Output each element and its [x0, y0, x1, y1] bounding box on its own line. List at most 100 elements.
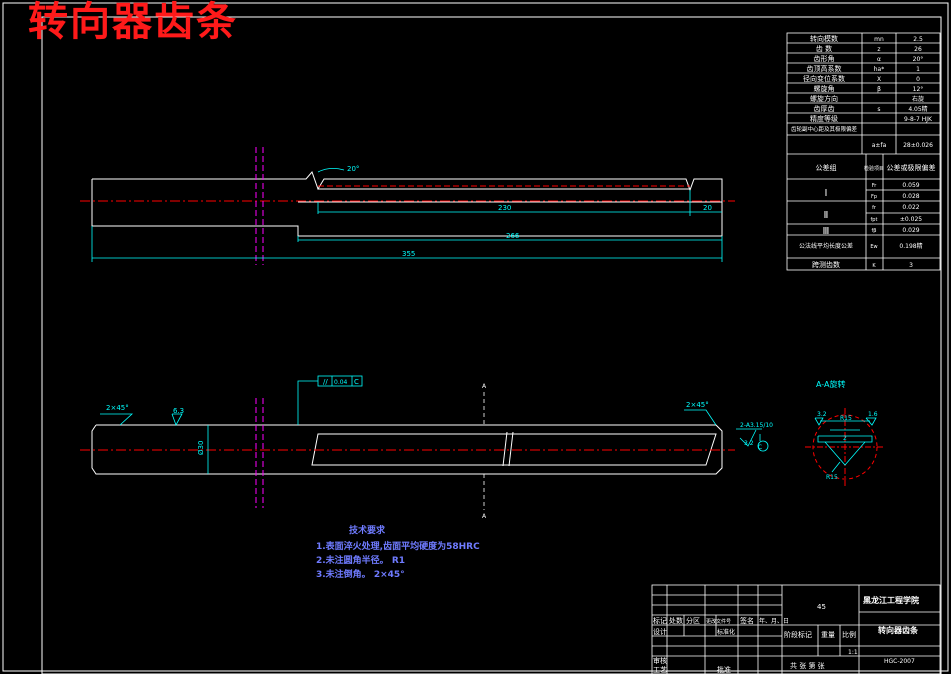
section-lines-front: [255, 398, 264, 508]
tol-symbol: fβ: [872, 228, 877, 234]
tol-group-ii: Ⅱ: [824, 210, 829, 221]
param-name: 齿 数: [816, 44, 832, 53]
param-symbol: Ew: [870, 244, 877, 250]
title-block-text: 45 黑龙江工程学院 转向器齿条 HGC-2007 1:1 标记 处数 分区 更…: [653, 595, 919, 674]
param-value: 右旋: [912, 95, 924, 103]
notes-title: 技术要求: [349, 524, 386, 536]
angle-label: 20°: [347, 165, 359, 173]
section-view-text: 3.2 R15 1.6 2 R15: [817, 411, 878, 481]
note-2: 2.未注圆角半径。 R1: [316, 554, 405, 566]
chamfer-left: 2×45°: [106, 404, 129, 412]
sec-radius-1: R15: [840, 415, 852, 422]
parameter-table: [786, 32, 941, 271]
param-symbol: mn: [874, 36, 884, 43]
roughness-left: 6.3: [173, 407, 184, 415]
front-view-dim-text: 2×45° 6.3 2×45° // 0.04 C Ø30 2-A3.15/10…: [106, 378, 773, 455]
roughness-right: 2-A3.15/10: [740, 422, 773, 429]
tol-group-header: 公差组: [816, 163, 837, 172]
section-mark-top: A: [482, 383, 487, 390]
inner-frame: [41, 16, 942, 674]
section-view-a-a: [805, 408, 885, 486]
material: 45: [817, 603, 826, 611]
part-name: 转向器齿条: [878, 625, 919, 635]
param-symbol: K: [872, 263, 876, 269]
hdr-sign: 签名: [740, 616, 754, 625]
param-value: 26: [914, 46, 922, 53]
rack-top-view: [80, 171, 735, 237]
tol-symbol: fr: [872, 205, 877, 211]
sec-radius-2: R15: [826, 474, 838, 481]
tol-symbol: fpt: [871, 217, 878, 223]
param-value: 0.198精: [899, 242, 922, 250]
drawing-code: HGC-2007: [884, 658, 915, 665]
param-name: 螺旋方向: [810, 94, 838, 103]
param-name: 跨测齿数: [812, 260, 840, 269]
lbl-standard: 标准化: [717, 628, 735, 636]
param-name: 精度等级: [810, 114, 838, 123]
tol-symbol: Fp: [871, 194, 877, 200]
lbl-weight: 重量: [821, 631, 835, 639]
param-value: 20°: [913, 56, 924, 63]
tol-frame-sym: //: [323, 378, 328, 386]
roughness-right-2: 3.2: [744, 440, 754, 447]
sec-dim-2: 2: [843, 435, 847, 442]
technical-notes: 技术要求 1.表面淬火处理,齿面平均硬度为58HRC 2.未注圆角半径。 R1 …: [316, 524, 480, 580]
chamfer-right: 2×45°: [686, 401, 709, 409]
tol-value: 0.028: [902, 193, 919, 200]
school-name: 黑龙江工程学院: [863, 595, 919, 605]
param-symbol: z: [877, 46, 880, 53]
section-view-title: A-A旋转: [816, 379, 845, 389]
tol-value: 0.029: [902, 227, 919, 234]
dim-20: 20: [703, 204, 712, 212]
rack-front-view: [80, 424, 735, 475]
param-symbol: α: [877, 56, 881, 63]
sec-roughness-2: 1.6: [868, 411, 878, 418]
note-1: 1.表面淬火处理,齿面平均硬度为58HRC: [316, 540, 480, 552]
param-name: 齿顶高系数: [807, 64, 842, 73]
dim-230: 230: [498, 204, 511, 212]
param-name: 公法线平均长度公差: [799, 242, 853, 250]
tol-value-header: 公差或极限偏差: [887, 163, 936, 172]
section-lines-top: [255, 147, 264, 265]
dim-355: 355: [402, 250, 415, 258]
param-value: 0: [916, 76, 920, 83]
top-view-dim-text: 20° 230 20 266 355: [347, 165, 712, 258]
tol-frame-val: 0.04: [334, 379, 348, 386]
tol-value: 0.022: [902, 204, 919, 211]
tol-value: ±0.025: [900, 216, 922, 223]
tol-group-iii: Ⅲ: [823, 226, 830, 237]
param-symbol: a±fa: [872, 142, 887, 149]
lbl-sheets: 共 张 第 张: [790, 661, 825, 670]
sec-roughness-1: 3.2: [817, 411, 827, 418]
dim-266: 266: [506, 232, 520, 240]
param-name: 螺旋角: [814, 84, 835, 93]
section-mark-bottom: A: [482, 513, 487, 520]
param-value: 9-8-7 HJK: [904, 116, 933, 123]
hdr-count: 处数: [669, 616, 683, 625]
hdr-change-doc: 更改文件号: [706, 618, 731, 625]
hdr-mark: 标记: [653, 616, 667, 625]
lbl-scale: 比例: [842, 630, 856, 639]
tol-frame-datum: C: [354, 378, 359, 386]
param-name: 径向变位系数: [803, 74, 845, 83]
lbl-approve: 批准: [717, 665, 731, 674]
diameter-label: Ø30: [197, 441, 205, 455]
lbl-process: 工艺: [653, 666, 667, 674]
param-symbol: s: [877, 106, 880, 113]
front-view-dimensions: [100, 375, 769, 474]
param-value: 12°: [913, 86, 924, 93]
datum-c: C: [758, 444, 762, 451]
scale-value: 1:1: [848, 649, 858, 656]
param-name: 齿轮副中心距及其极限偏差: [791, 125, 858, 133]
tol-value: 0.059: [902, 182, 919, 189]
lbl-stage: 阶段标记: [784, 630, 812, 639]
param-value: 1: [916, 66, 920, 73]
page-title: 转向器齿条: [28, 0, 238, 45]
param-name: 齿厚齿: [814, 105, 835, 113]
lbl-review: 审核: [653, 656, 667, 665]
param-value: 2.5: [913, 36, 923, 43]
hdr-zone: 分区: [686, 616, 700, 625]
tol-item-header: 检验项目: [864, 165, 884, 172]
